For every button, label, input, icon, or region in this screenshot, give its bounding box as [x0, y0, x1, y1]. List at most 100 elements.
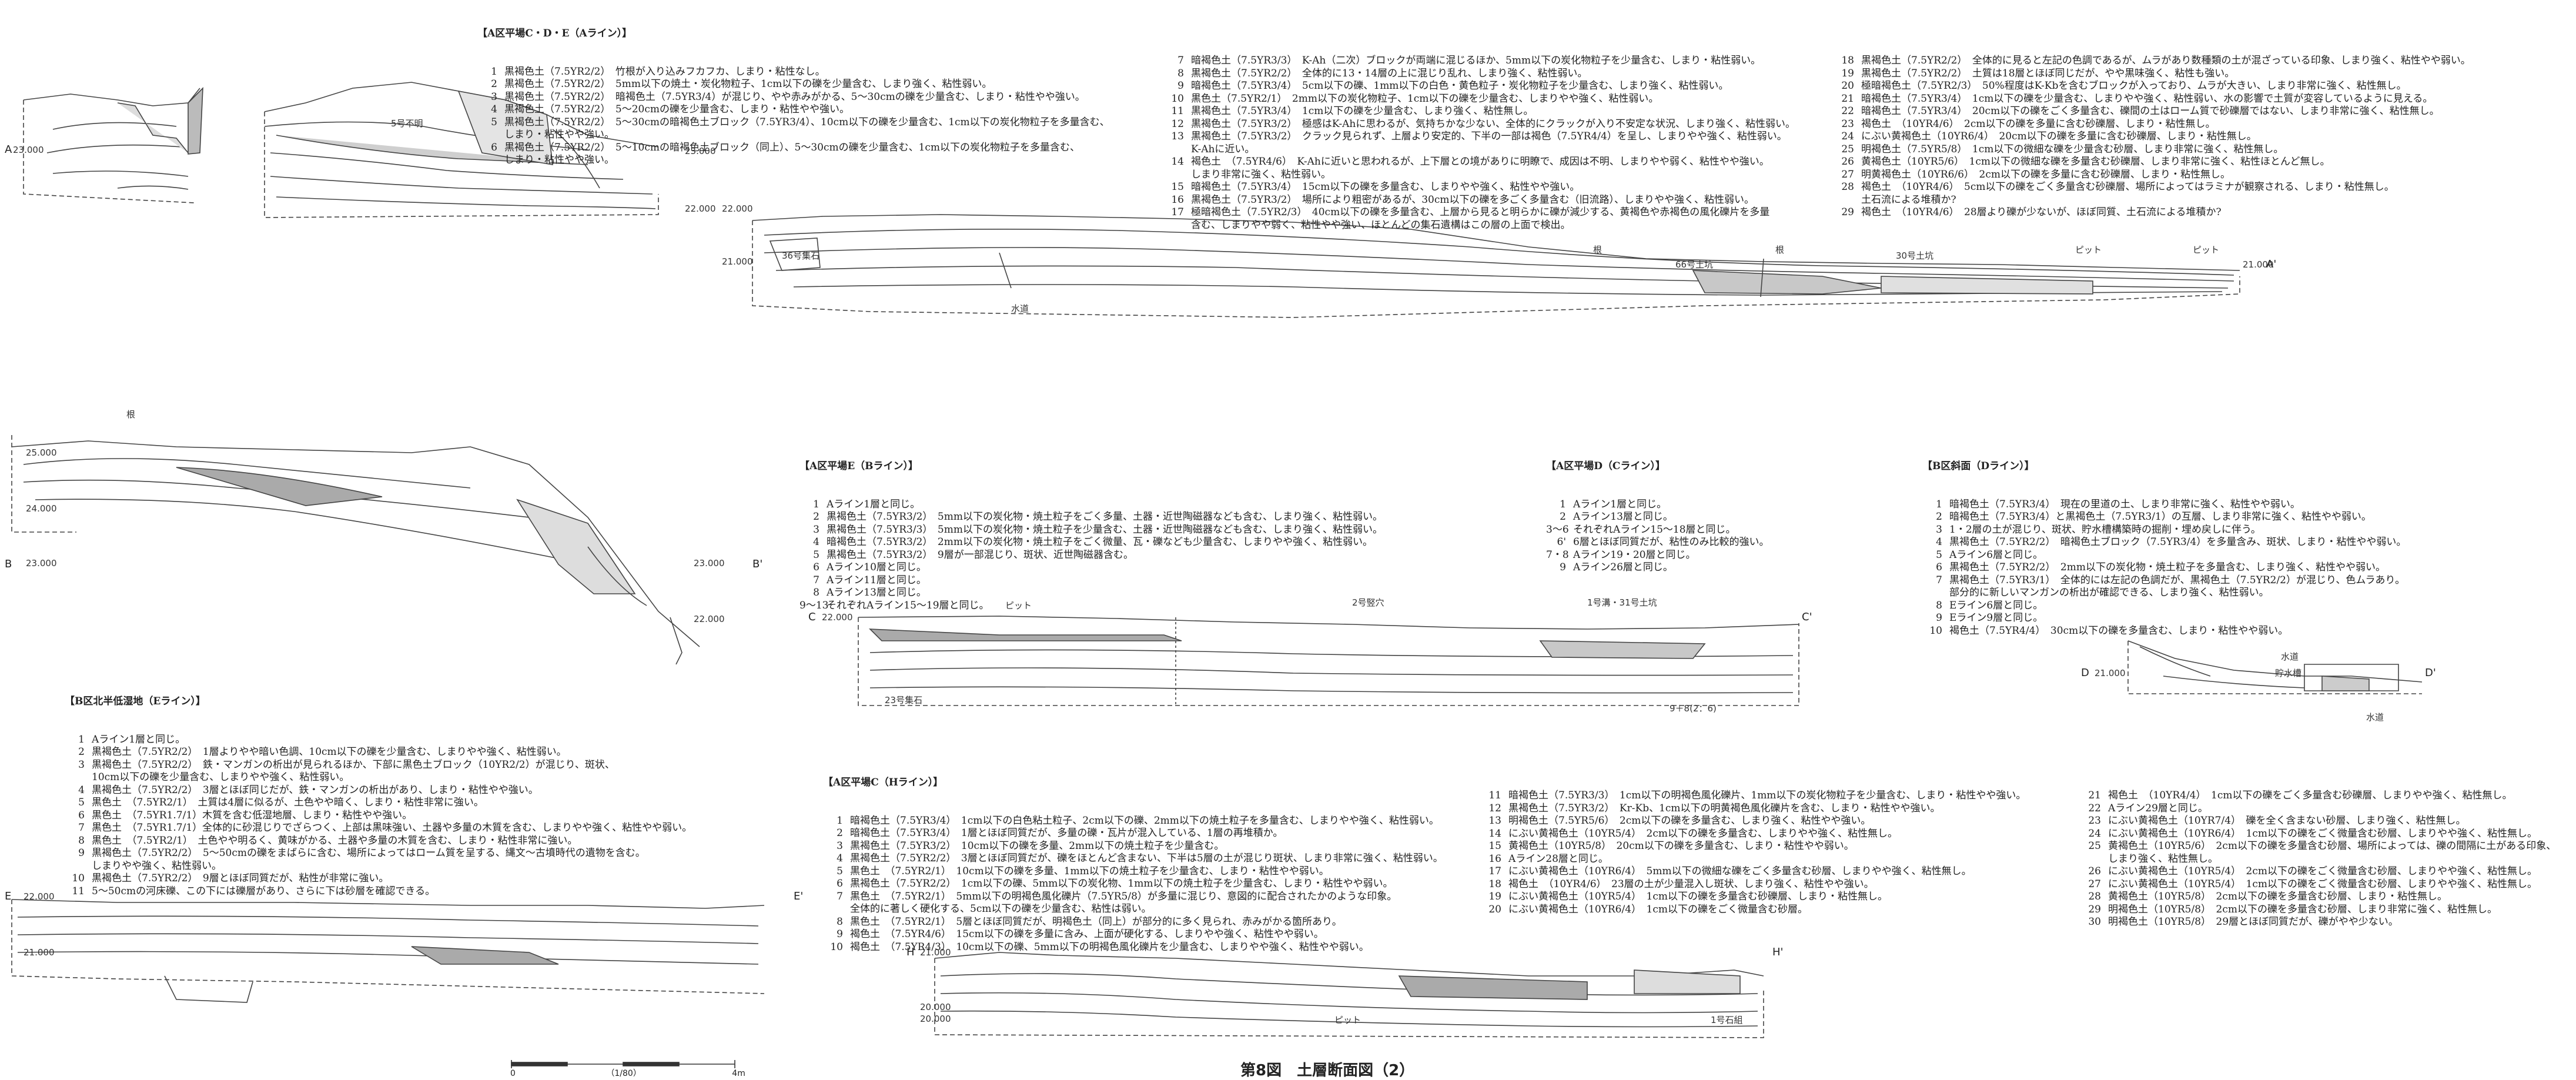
elevation-label: 22.000 — [722, 203, 753, 214]
feature-label: ピット — [1005, 600, 1032, 611]
section-d — [2127, 640, 2423, 694]
layer-description: 黒褐色土（7.5YR2/2） 全体的に13・14層の上に混じり乱れ、しまり強く、… — [1191, 67, 1588, 79]
layer-description: にぶい黄褐色土（10YR5/4） 1cm以下の礫を多量含む砂礫層、しまり・粘性無… — [1508, 891, 1888, 902]
layer-description: 黒色土 （7.5YR2/1） 土質は4層に似るが、土色やや暗く、しまり・粘性非常… — [92, 797, 484, 808]
layer-description: 黄褐色土（10YR5/6） 2cm以下の礫を多量含む砂層、場所によっては、礫の間… — [2108, 840, 2557, 852]
layer-description: 黒褐色土（7.5YR2/2） 9層とほぼ同質だが、粘性が非常に強い。 — [92, 872, 389, 884]
layer-description: 明褐色土（10YR5/8） 29層とほぼ同質だが、礫がやや少ない。 — [2108, 916, 2398, 928]
section-a-left — [23, 86, 203, 203]
elevation-label: 21.000 — [920, 947, 951, 958]
layer-number: 9 — [1560, 561, 1566, 573]
layer-number: 9 — [78, 847, 85, 859]
layer-description: にぶい黄褐色土（10YR6/4） 1cm以下の礫をごく微量含む砂層、しまりやや強… — [2108, 827, 2537, 840]
layer-description: 褐色土 （10YR4/6） 23層の土が少量混入し斑状、しまり強く、粘性やや強い… — [1508, 878, 1874, 890]
layer-number: 21 — [2088, 790, 2101, 801]
feature-label: 水道 — [2281, 651, 2299, 662]
layer-number: 6 — [491, 141, 497, 153]
layer-description: 黒褐色土（7.5YR2/2） 5～20cmの礫を少量含む、しまり・粘性やや強い。 — [504, 103, 850, 115]
layer-description: 黄褐色土（10YR5/8） 20cm以下の礫を多量含む、しまり・粘性やや弱い。 — [1508, 840, 1854, 852]
layer-number: 7・8 — [1546, 549, 1569, 561]
layer-number: 2 — [78, 746, 85, 758]
elevation-label: 21.000 — [24, 947, 55, 958]
layer-number: 15 — [1488, 840, 1501, 852]
elevation-label: 25.000 — [26, 447, 57, 458]
layer-number: 20 — [1488, 903, 1501, 915]
scale-bar — [511, 1060, 735, 1068]
elevation-label: 24.000 — [26, 503, 57, 514]
layer-description: 暗褐色土（7.5YR3/2） 2mm以下の炭化物・焼土粒子をごく微量、瓦・礫など… — [827, 536, 1373, 548]
layer-number: 12 — [1171, 118, 1184, 130]
elevation-label: 21.000 — [722, 256, 753, 267]
legend-row: しまりやや強く、粘性弱い。 — [65, 860, 692, 873]
layer-description: 黒色土 （7.5YR2/1） 5層とほぼ同質だが、明褐色土（同上）が部分的に多く… — [850, 915, 1342, 928]
legend-row: しまり非常に強く、粘性弱い。 — [1164, 169, 1795, 182]
layer-description: 部分的に新しいマンガンの析出が確認できる、しまり強く、粘性弱い。 — [1949, 587, 2269, 598]
layer-number: 25 — [1841, 143, 1854, 155]
layer-number: 8 — [78, 834, 85, 847]
layer-description: 10cm以下の礫を少量含む、しまりやや強く、粘性弱い。 — [92, 771, 350, 783]
layer-number: 6 — [813, 561, 819, 573]
layer-number: 2 — [813, 511, 819, 523]
layer-description: 暗褐色土（7.5YR3/4） 15cm以下の礫を多量含む、しまりやや強く、粘性や… — [1191, 181, 1580, 193]
layer-description: 黒褐色土（7.5YR2/2） 5～30cmの暗褐色土ブロック（7.5YR3/4）… — [504, 116, 1110, 128]
elevation-label: 23.000 — [13, 145, 44, 155]
layer-description: 極暗褐色土（7.5YR2/3） 40cm以下の礫を多量含む、上層から見ると明らか… — [1191, 206, 1770, 218]
layer-number: 11 — [1171, 105, 1184, 117]
feature-label: 2号竪穴 — [1352, 597, 1384, 608]
layer-description: 褐色土 （10YR4/6） 5cm以下の礫をごく多量含む砂礫層、場所によってはラ… — [1861, 181, 2394, 193]
layer-description: 全体的に著しく硬化する、5cm以下の礫を少量含む、粘性は弱い。 — [850, 903, 1152, 915]
legend-row: 7・8 Aライン19・20層と同じ。 — [1546, 549, 1769, 562]
layer-description: Aライン19・20層と同じ。 — [1573, 549, 1696, 561]
layer-description: Aライン1層と同じ。 — [1573, 498, 1667, 510]
legend-row: 全体的に著しく硬化する、5cm以下の礫を少量含む、粘性は弱い。 — [823, 903, 1443, 916]
legend-title: 【A区平場D（Cライン）】 — [1546, 460, 1665, 472]
feature-label: 9＋8(2：6) — [1670, 703, 1717, 714]
layer-description: 褐色土 （10YR4/6） 2cm以下の礫を多量に含む砂礫層、しまり・粘性無し。 — [1861, 118, 2216, 130]
layer-number: 23 — [2088, 815, 2101, 827]
layer-description: 黒褐色土（7.5YR2/2） 土質は18層とほぼ同じだが、やや黒味強く、粘性も強… — [1861, 67, 2235, 79]
feature-label: 水道 — [2366, 712, 2384, 723]
layer-description: 黒褐色土（7.5YR2/2） 5～50cmの礫をまばらに含む、場所によってはロー… — [92, 847, 645, 859]
layer-description: Aライン13層と同じ。 — [1573, 511, 1673, 523]
feature-label: 23号集石 — [885, 695, 922, 705]
layer-number: 6 — [837, 878, 843, 890]
layer-number: 1 — [813, 498, 819, 510]
layer-number: 7 — [78, 822, 85, 834]
layer-number: 17 — [1171, 206, 1184, 218]
layer-number: 11 — [72, 885, 85, 897]
